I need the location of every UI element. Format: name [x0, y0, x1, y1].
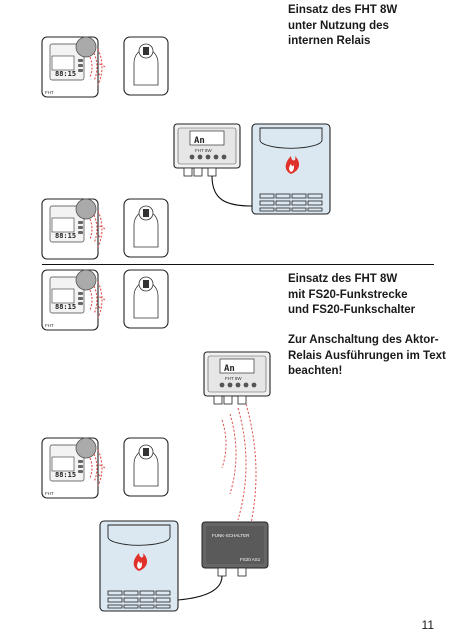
boiler-2 — [99, 520, 179, 612]
thermostat-brand-label: FHT — [45, 323, 54, 328]
caption-line: Einsatz des FHT 8W — [288, 4, 398, 16]
caption-line: Einsatz des FHT 8W — [288, 273, 398, 285]
thermostat-valve-pair — [41, 198, 169, 260]
fht8w-display: An — [194, 136, 205, 146]
thermostat-valve-pair — [41, 269, 169, 331]
caption-line: und FS20-Funkschalter — [288, 304, 416, 316]
caption-line: beachten! — [288, 365, 343, 377]
page-number: 11 — [421, 618, 434, 632]
cable — [177, 575, 223, 601]
caption-fs20-radio: Einsatz des FHT 8W mit FS20-Funkstrecke … — [288, 272, 415, 319]
funkschalter-label: FUNK-SCHALTER — [212, 533, 250, 538]
thermostat-lcd: 88:15 — [55, 303, 76, 311]
thermostat-valve-pair — [41, 437, 169, 499]
fs20-model-label: FS20 AS1 — [240, 557, 261, 562]
caption-line: Zur Anschaltung des Aktor- — [288, 334, 439, 346]
caption-internal-relay: Einsatz des FHT 8W unter Nutzung des int… — [288, 3, 397, 50]
thermostat-lcd: 88:15 — [55, 70, 76, 78]
thermostat-valve-pair — [41, 36, 169, 98]
caption-note: Zur Anschaltung des Aktor- Relais Ausfüh… — [288, 333, 446, 380]
boiler-1 — [251, 123, 331, 215]
fht8w-display: An — [224, 364, 235, 374]
fht8w-label: FHT 8W — [195, 148, 212, 153]
thermostat-lcd: 88:15 — [55, 471, 76, 479]
section-divider — [42, 264, 434, 265]
caption-line: internen Relais — [288, 35, 371, 47]
fht8w-label: FHT 8W — [225, 376, 242, 381]
thermostat-lcd: 88:15 — [55, 232, 76, 240]
fs20-switch-box — [201, 521, 269, 577]
caption-line: unter Nutzung des — [288, 19, 389, 32]
caption-line: mit FS20-Funkstrecke — [288, 288, 408, 301]
thermostat-brand-label: FHT — [45, 90, 54, 95]
cable — [211, 175, 253, 207]
thermostat-brand-label: FHT — [45, 491, 54, 496]
caption-line: Relais Ausführungen im Text — [288, 349, 446, 362]
